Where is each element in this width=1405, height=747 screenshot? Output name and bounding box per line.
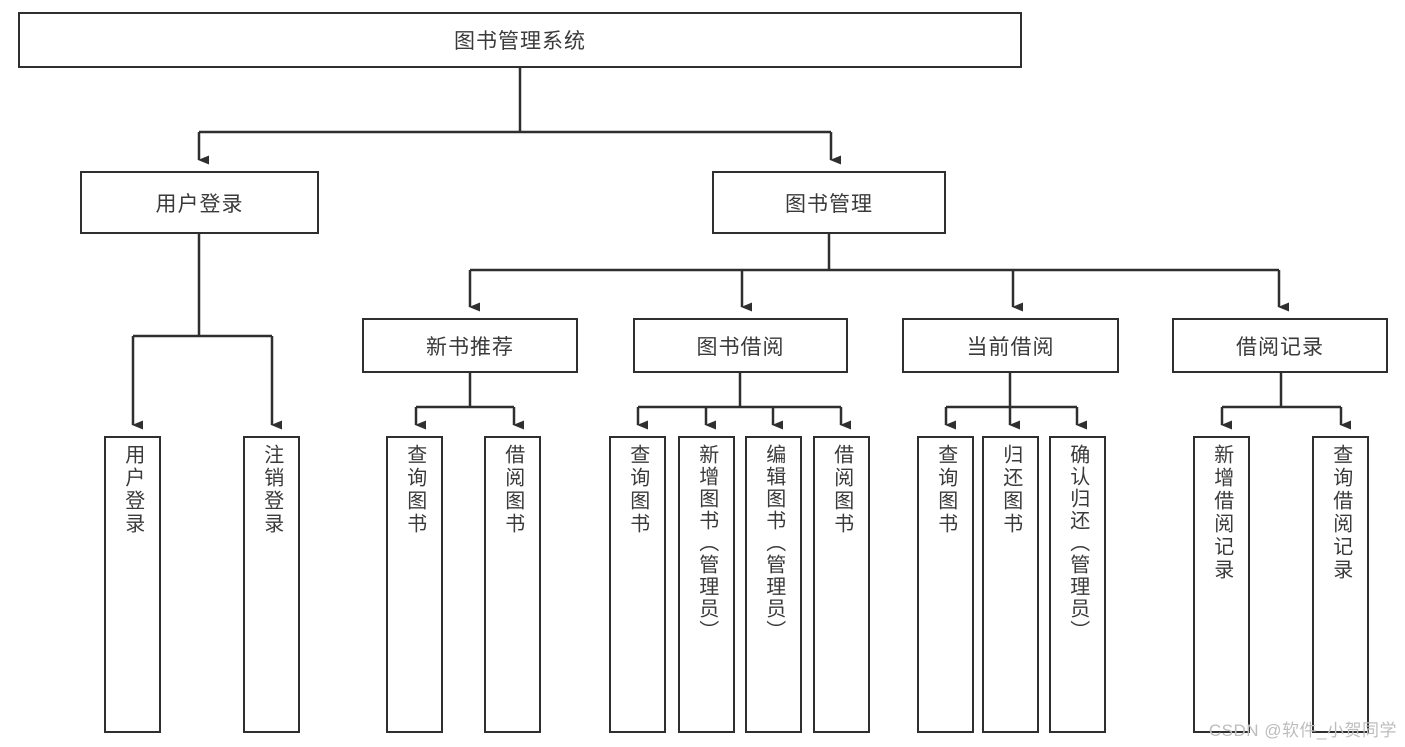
node-leaf-edit-book[interactable]: 编辑图书（管理员）	[745, 436, 802, 733]
node-leaf-query-book-1[interactable]: 查询图书	[386, 436, 443, 733]
node-label: 新增借阅记录	[1210, 444, 1233, 582]
node-label: 新增图书（管理员）	[695, 444, 718, 642]
node-label: 借阅图书	[501, 444, 524, 536]
node-label: 查询图书	[403, 444, 426, 536]
node-leaf-query-book-2[interactable]: 查询图书	[609, 436, 666, 733]
node-label: 用户登录	[121, 444, 144, 536]
node-label: 新书推荐	[426, 335, 514, 359]
node-leaf-user-logout[interactable]: 注销登录	[243, 436, 300, 733]
node-label: 当前借阅	[966, 335, 1055, 359]
node-leaf-confirm-return[interactable]: 确认归还（管理员）	[1049, 436, 1106, 733]
node-root-system[interactable]: 图书管理系统	[18, 12, 1022, 68]
node-book-manage[interactable]: 图书管理	[712, 171, 946, 234]
node-label: 查询图书	[626, 444, 649, 536]
node-label: 借阅记录	[1236, 335, 1324, 359]
node-leaf-add-book[interactable]: 新增图书（管理员）	[678, 436, 735, 733]
node-leaf-add-record[interactable]: 新增借阅记录	[1193, 436, 1250, 733]
node-leaf-return-book[interactable]: 归还图书	[982, 436, 1039, 733]
node-label: 用户登录	[155, 192, 244, 216]
node-label: 确认归还（管理员）	[1066, 444, 1089, 642]
node-label: 归还图书	[999, 444, 1022, 536]
node-label: 编辑图书（管理员）	[762, 444, 785, 642]
node-label: 注销登录	[260, 444, 283, 536]
node-label: 查询借阅记录	[1329, 444, 1352, 582]
node-borrow-record[interactable]: 借阅记录	[1172, 318, 1388, 373]
node-leaf-borrow-book-2[interactable]: 借阅图书	[813, 436, 870, 733]
node-new-book-recommend[interactable]: 新书推荐	[362, 318, 578, 373]
node-leaf-query-record[interactable]: 查询借阅记录	[1312, 436, 1369, 733]
node-label: 图书管理	[785, 192, 873, 216]
node-label: 图书管理系统	[454, 30, 586, 53]
node-label: 图书借阅	[696, 335, 785, 359]
node-current-borrow[interactable]: 当前借阅	[902, 318, 1119, 373]
csdn-watermark: CSDN @软件_小贺同学	[1208, 721, 1397, 740]
node-leaf-query-book-3[interactable]: 查询图书	[917, 436, 974, 733]
node-book-borrow[interactable]: 图书借阅	[633, 318, 848, 373]
node-label: 借阅图书	[830, 444, 853, 536]
node-label: 查询图书	[934, 444, 957, 536]
node-user-login[interactable]: 用户登录	[80, 171, 319, 234]
node-leaf-user-login[interactable]: 用户登录	[104, 436, 161, 733]
node-leaf-borrow-book-1[interactable]: 借阅图书	[484, 436, 541, 733]
